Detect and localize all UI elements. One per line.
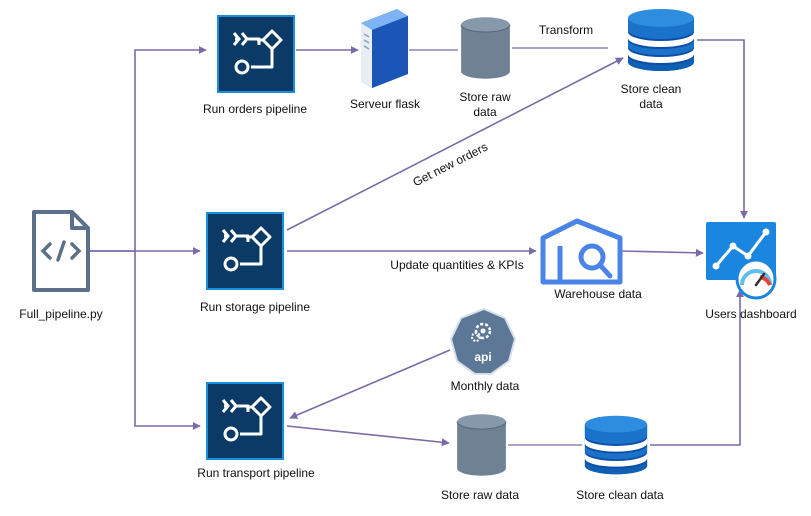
api-badge-text: api — [474, 350, 491, 364]
database-icon — [628, 9, 694, 71]
dashboard-icon — [706, 222, 777, 300]
code-file-icon — [32, 210, 90, 292]
edge-transport-clean-to-dashboard — [650, 289, 744, 446]
dashboard-label: Users dashboard — [705, 307, 796, 321]
orders-clean-db-node[interactable]: Store clean data — [621, 9, 694, 111]
orders-raw-db-node[interactable]: Store raw data — [459, 16, 511, 119]
edge-warehouse-to-dashboard — [619, 248, 704, 257]
orders-raw-label-2: data — [473, 105, 497, 119]
transport-clean-db-node[interactable]: Store clean data — [576, 415, 664, 502]
transport-pipeline-label: Run transport pipeline — [197, 466, 315, 480]
database-icon — [456, 413, 507, 477]
pipeline-icon — [206, 382, 284, 460]
flask-server-label: Serveur flask — [350, 97, 421, 111]
edges — [87, 39, 748, 447]
transport-clean-label: Store clean data — [576, 488, 664, 502]
api-label: Monthly data — [451, 379, 520, 393]
orders-clean-label-2: data — [639, 97, 663, 111]
edge-api-to-transport — [289, 349, 451, 419]
transport-raw-db-node[interactable]: Store raw data — [441, 413, 519, 502]
edge-storage-to-clean — [286, 57, 624, 231]
orders-pipeline-label: Run orders pipeline — [203, 102, 307, 116]
transform-label: Transform — [539, 23, 593, 37]
warehouse-label: Warehouse data — [554, 287, 642, 301]
edge-clean-to-dashboard — [697, 39, 748, 219]
pipeline-icon — [206, 212, 284, 290]
script-label: Full_pipeline.py — [19, 307, 102, 321]
dashboard-node[interactable]: Users dashboard — [705, 222, 797, 321]
warehouse-node[interactable]: Warehouse data — [540, 218, 642, 301]
edge-script-to-transport — [134, 251, 201, 430]
api-node[interactable]: api Monthly data — [449, 307, 520, 393]
script-node[interactable]: Full_pipeline.py — [19, 210, 103, 321]
transport-raw-label: Store raw data — [441, 488, 519, 502]
database-icon — [460, 16, 511, 80]
server-icon — [361, 9, 408, 88]
update-kpis-label: Update quantities & KPIs — [390, 258, 523, 272]
api-icon: api — [449, 307, 517, 375]
storage-pipeline-label: Run storage pipeline — [200, 300, 310, 314]
database-icon — [584, 415, 648, 475]
transport-pipeline-node[interactable]: Run transport pipeline — [197, 382, 315, 480]
orders-clean-label-1: Store clean — [621, 82, 682, 96]
edge-transport-to-raw — [286, 425, 450, 447]
edge-script-to-orders — [87, 46, 207, 252]
orders-raw-label-1: Store raw — [459, 90, 511, 104]
flask-server-node[interactable]: Serveur flask — [350, 9, 421, 111]
pipeline-icon — [217, 15, 295, 93]
orders-pipeline-node[interactable]: Run orders pipeline — [203, 15, 307, 116]
storage-pipeline-node[interactable]: Run storage pipeline — [200, 212, 310, 314]
warehouse-icon — [540, 218, 623, 285]
